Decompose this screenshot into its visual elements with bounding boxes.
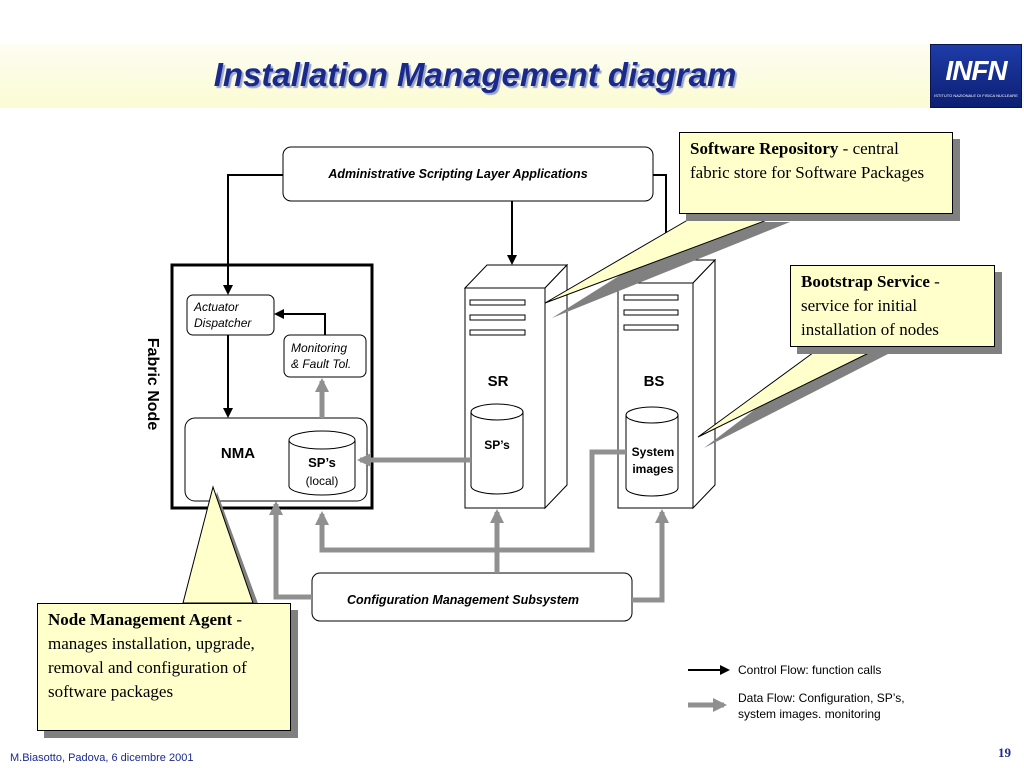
config-management-label: Configuration Management Subsystem	[347, 593, 579, 607]
software-repository-text: - central fabric store for Software Pack…	[690, 139, 925, 182]
local-sps-label-1: SP’s	[308, 455, 336, 470]
data-flow-config-to-node	[269, 501, 312, 600]
title-band	[0, 44, 1024, 108]
bootstrap-service-text: - service for initial installation of no…	[801, 272, 940, 339]
bs-label: BS	[644, 373, 665, 390]
legend-control-label: Control Flow: function calls	[738, 663, 881, 677]
logo-subtitle: ISTITUTO NAZIONALE DI FISICA NUCLEARE	[934, 93, 1018, 98]
control-flow-admin-to-bs	[653, 174, 667, 240]
monitoring-label-1: Monitoring	[291, 341, 347, 355]
bootstrap-service-pointer	[697, 346, 888, 448]
local-sps-database	[288, 430, 356, 496]
actuator-label-2: Dispatcher	[194, 316, 252, 330]
control-flow-monitoring-to-actuator	[274, 309, 326, 335]
page-title: Installation Management diagram	[213, 56, 737, 93]
logo-text: INFN	[945, 55, 1007, 86]
sr-label: SR	[488, 373, 509, 390]
node-management-agent-title: Node Management Agent	[48, 610, 233, 629]
node-management-agent-text: - manages installation, upgrade, removal…	[48, 610, 255, 701]
actuator-label-1: Actuator	[193, 300, 240, 314]
sr-db-label: SP’s	[484, 438, 510, 452]
infn-logo: INFN ISTITUTO NAZIONALE DI FISICA NUCLEA…	[930, 44, 1022, 108]
legend-data-label-1: Data Flow: Configuration, SP’s,	[738, 691, 905, 705]
software-repository-pointer	[544, 213, 790, 318]
bs-db-label-1: System	[632, 445, 675, 459]
bootstrap-service-callout: Bootstrap Service - service for initial …	[790, 265, 995, 347]
footer-author: M.Biasotto, Padova, 6 dicembre 2001	[10, 752, 194, 764]
page-number: 19	[998, 745, 1011, 760]
bs-server	[616, 258, 717, 510]
sr-server	[463, 263, 569, 510]
data-flow-bs-to-node	[315, 449, 626, 553]
local-sps-label-2: (local)	[306, 474, 339, 488]
software-repository-callout: Software Repository - central fabric sto…	[679, 132, 953, 214]
legend-data-label-2: system images. monitoring	[738, 707, 881, 721]
fabric-node-label: Fabric Node	[144, 338, 161, 431]
software-repository-title: Software Repository	[690, 139, 839, 158]
nma-label: NMA	[221, 445, 255, 462]
admin-scripting-label: Administrative Scripting Layer Applicati…	[327, 167, 587, 181]
bootstrap-service-title: Bootstrap Service	[801, 272, 930, 291]
control-flow-admin-to-actuator	[223, 174, 283, 295]
bs-db-label-2: images	[632, 462, 674, 476]
node-management-agent-callout: Node Management Agent - manages installa…	[37, 603, 291, 731]
monitoring-label-2: & Fault Tol.	[291, 357, 351, 371]
data-flow-config-to-bs	[632, 509, 669, 603]
